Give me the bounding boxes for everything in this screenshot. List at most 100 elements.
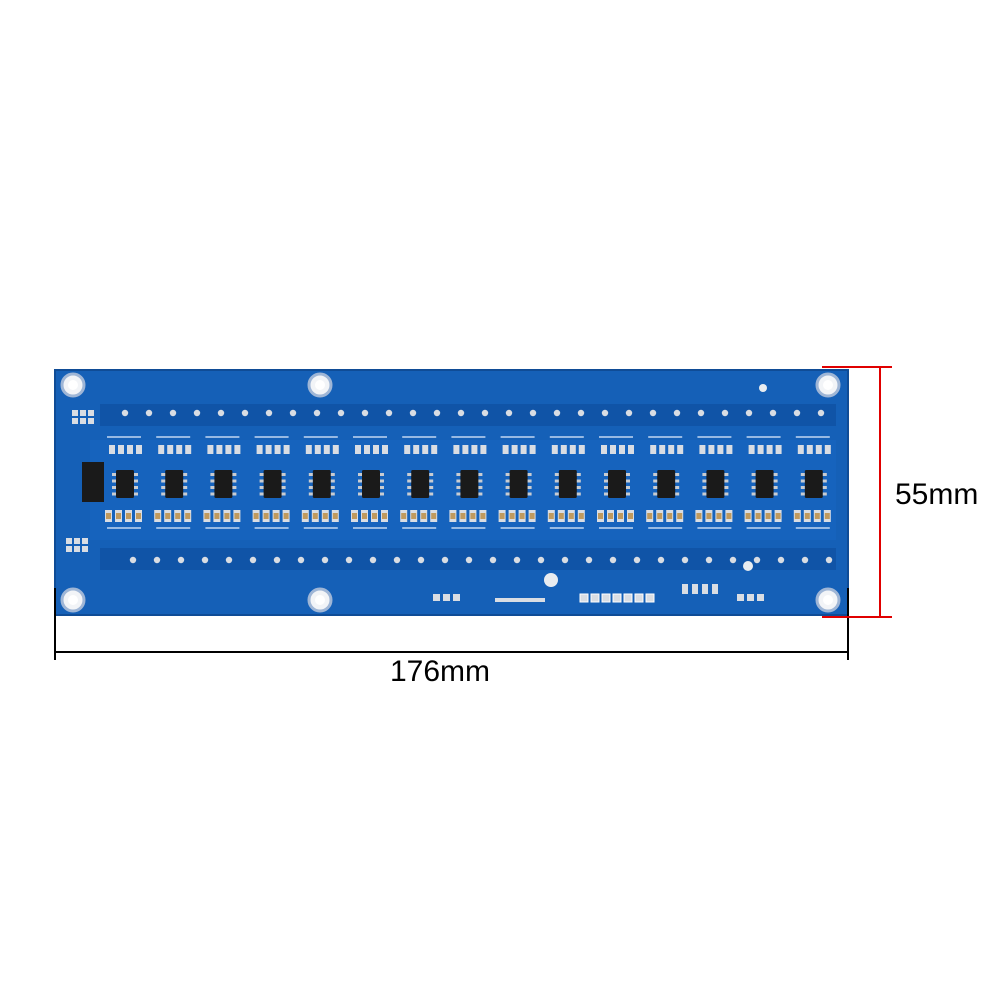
smd-component [657, 513, 663, 519]
ic-pin [505, 479, 510, 483]
smd-pad [127, 445, 133, 454]
smd-pad [708, 445, 715, 454]
ic-pin [800, 479, 805, 483]
silkscreen-mark [451, 527, 486, 529]
silkscreen-mark [156, 436, 191, 438]
through-hole-pad [169, 409, 177, 417]
ic-pin [554, 473, 559, 476]
ic-chip [755, 470, 774, 498]
through-hole-pad [273, 556, 281, 564]
ic-pin [380, 486, 384, 489]
connector-pad [80, 418, 86, 424]
smd-pad [775, 445, 782, 454]
ic-pin [330, 473, 335, 476]
smd-component [204, 513, 210, 519]
through-hole-pad [369, 556, 377, 564]
ic-pin [161, 473, 166, 476]
through-hole-pad [289, 409, 297, 417]
ic-pin [429, 492, 434, 496]
ic-pin [822, 492, 827, 496]
ic-pin [134, 479, 138, 483]
smd-pad [305, 445, 312, 454]
header-pin [453, 594, 460, 601]
ic-pin [308, 473, 313, 476]
ic-pin [604, 492, 608, 496]
smd-component [480, 513, 486, 519]
connector-pad [66, 546, 72, 552]
silkscreen-mark [303, 527, 338, 529]
through-hole-pad [393, 556, 401, 564]
ic-pin [822, 479, 827, 483]
through-hole-pad [537, 556, 545, 564]
smd-pad [824, 445, 831, 454]
ic-pin [407, 486, 412, 489]
silkscreen-mark [451, 436, 486, 438]
ic-chip [509, 470, 528, 498]
smd-pad [699, 445, 706, 454]
ic-pin [456, 486, 461, 489]
smd-component [312, 513, 318, 519]
ic-pin [308, 479, 313, 483]
smd-component [322, 513, 328, 519]
ic-chip [657, 470, 676, 498]
ic-pin [505, 473, 510, 476]
ic-chip [165, 470, 184, 498]
ic-pin [259, 479, 264, 483]
connector-pad [88, 410, 94, 416]
smd-component [628, 513, 633, 519]
ic-pin [407, 479, 412, 483]
through-hole-pad [609, 556, 617, 564]
through-hole-pad [193, 409, 201, 417]
ic-pin [751, 486, 756, 489]
silkscreen-mark [402, 436, 437, 438]
connector-pad [82, 538, 88, 544]
silkscreen-mark [303, 436, 338, 438]
ic-pin [576, 473, 581, 476]
smd-pad [717, 445, 724, 454]
ic-pin [626, 492, 630, 496]
ic-chip [362, 470, 380, 498]
through-hole-pad [265, 409, 273, 417]
ic-pin [800, 492, 805, 496]
header-pin [757, 594, 764, 601]
smd-pad [109, 445, 115, 454]
ic-pin [626, 473, 630, 476]
ic-pin [429, 479, 434, 483]
through-hole-pad [625, 409, 633, 417]
ic-pin [675, 486, 680, 489]
ic-pin [554, 486, 559, 489]
silkscreen-mark [353, 527, 387, 529]
through-hole-pad [345, 556, 353, 564]
through-hole-pad [633, 556, 641, 564]
ic-pin [112, 492, 116, 496]
smd-pad [806, 445, 813, 454]
silkscreen-mark [205, 527, 240, 529]
through-hole-pad [529, 409, 537, 417]
smd-component [706, 513, 712, 519]
ic-pin [308, 492, 313, 496]
smd-component [499, 513, 505, 519]
through-hole-pad [673, 409, 681, 417]
smd-component [726, 513, 732, 519]
ic-pin [281, 473, 286, 476]
smd-pad [382, 445, 388, 454]
header-pin [645, 593, 655, 603]
smd-component [362, 513, 367, 519]
smd-pad [256, 445, 263, 454]
through-hole-pad [825, 556, 833, 564]
smd-pad [726, 445, 733, 454]
smd-component [677, 513, 683, 519]
smd-component [155, 513, 161, 519]
through-hole-pad [441, 556, 449, 564]
ic-chip [263, 470, 282, 498]
ic-pin [653, 473, 658, 476]
connector-pad [74, 546, 80, 552]
ic-pin [134, 492, 138, 496]
smd-component [794, 513, 800, 519]
silkscreen-mark [795, 527, 830, 529]
smd-pad [748, 445, 755, 454]
connector-pad [72, 410, 78, 416]
silkscreen-mark [746, 527, 781, 529]
connector-pad [74, 538, 80, 544]
smd-pad [668, 445, 675, 454]
